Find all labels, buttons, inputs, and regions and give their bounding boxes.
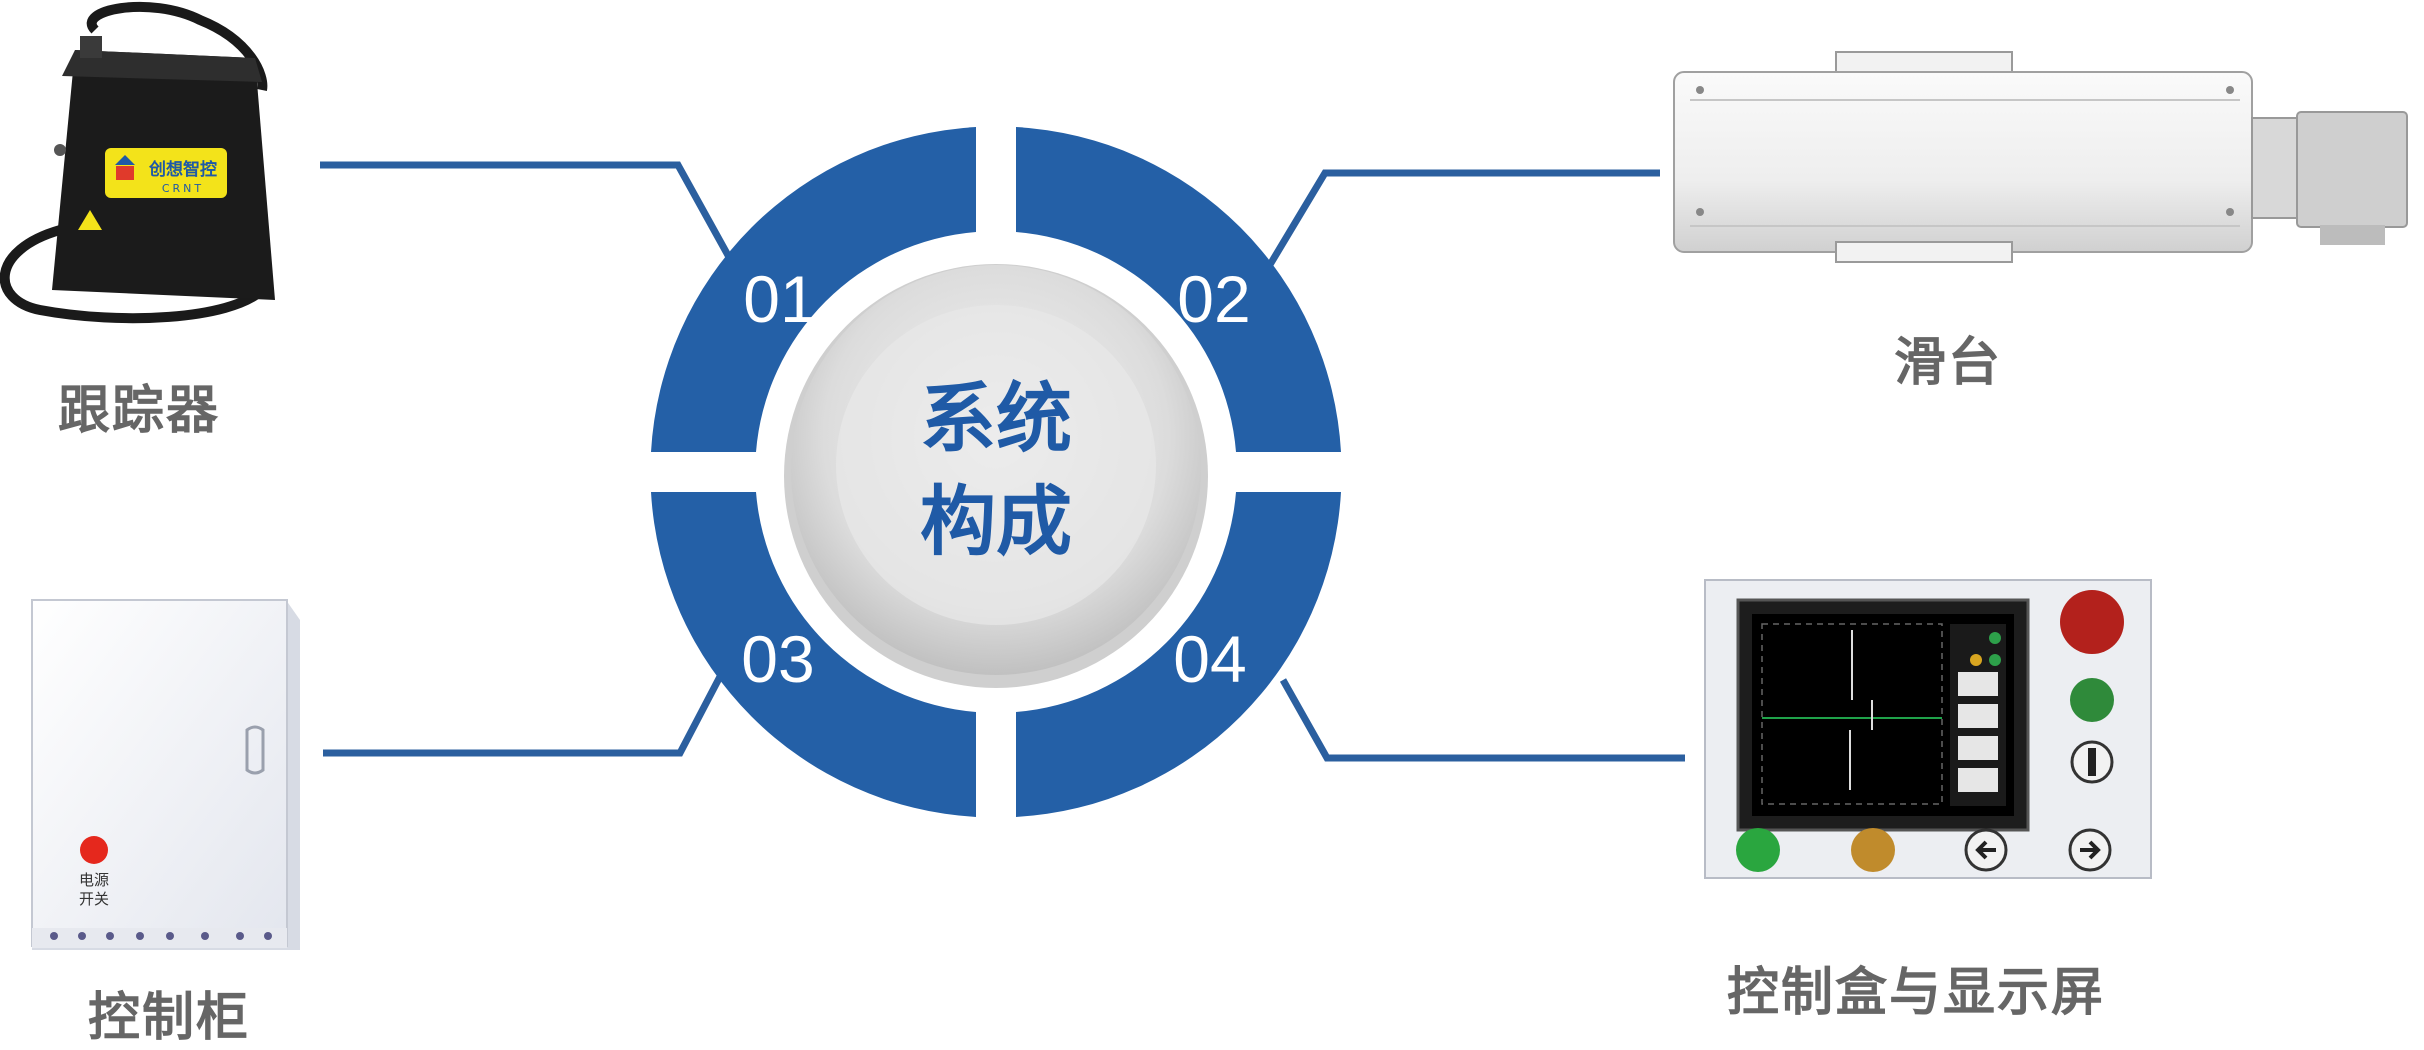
center-title-line1: 系统	[920, 374, 1072, 463]
segment-01-number: 01	[743, 262, 816, 336]
control-cabinet: 电源 开关	[31, 599, 300, 950]
connector-04	[1279, 678, 1685, 762]
center-title-line2: 构成	[920, 477, 1072, 566]
label-slide: 滑台	[1894, 333, 2003, 393]
connector-03	[323, 665, 729, 757]
segment-04-number: 04	[1173, 622, 1246, 696]
power-switch-icon	[80, 836, 108, 864]
connector-01	[320, 161, 739, 270]
tracker-logo	[105, 148, 227, 198]
segment-02-number: 02	[1177, 262, 1250, 336]
cabinet-switch-label-2: 开关	[79, 890, 109, 908]
label-tracker: 跟踪器	[58, 381, 221, 441]
ring	[651, 127, 1341, 817]
tracker-logo-text: 创想智控	[148, 159, 217, 180]
amber-button-icon	[1851, 828, 1895, 872]
segment-03-number: 03	[741, 622, 814, 696]
segment-01	[651, 127, 976, 452]
slide-device	[1673, 51, 2408, 263]
segment-04	[1016, 492, 1341, 817]
segment-03	[651, 492, 976, 817]
warning-icon	[78, 210, 102, 230]
label-control-box: 控制盒与显示屏	[1727, 963, 2106, 1023]
tracker-logo-sub: CRNT	[162, 182, 204, 195]
segment-02	[1016, 127, 1341, 452]
cabinet-switch-label-1: 电源	[79, 871, 109, 889]
center-hub-inner	[836, 305, 1156, 625]
tracker-device: 创想智控 CRNT	[0, 1, 275, 324]
control-box	[1704, 579, 2152, 879]
green-button-bottom-icon	[1736, 828, 1780, 872]
green-button-top-icon	[2070, 678, 2114, 722]
label-cabinet: 控制柜	[88, 988, 251, 1048]
connector-02	[1264, 169, 1660, 270]
red-button-icon	[2060, 590, 2124, 654]
